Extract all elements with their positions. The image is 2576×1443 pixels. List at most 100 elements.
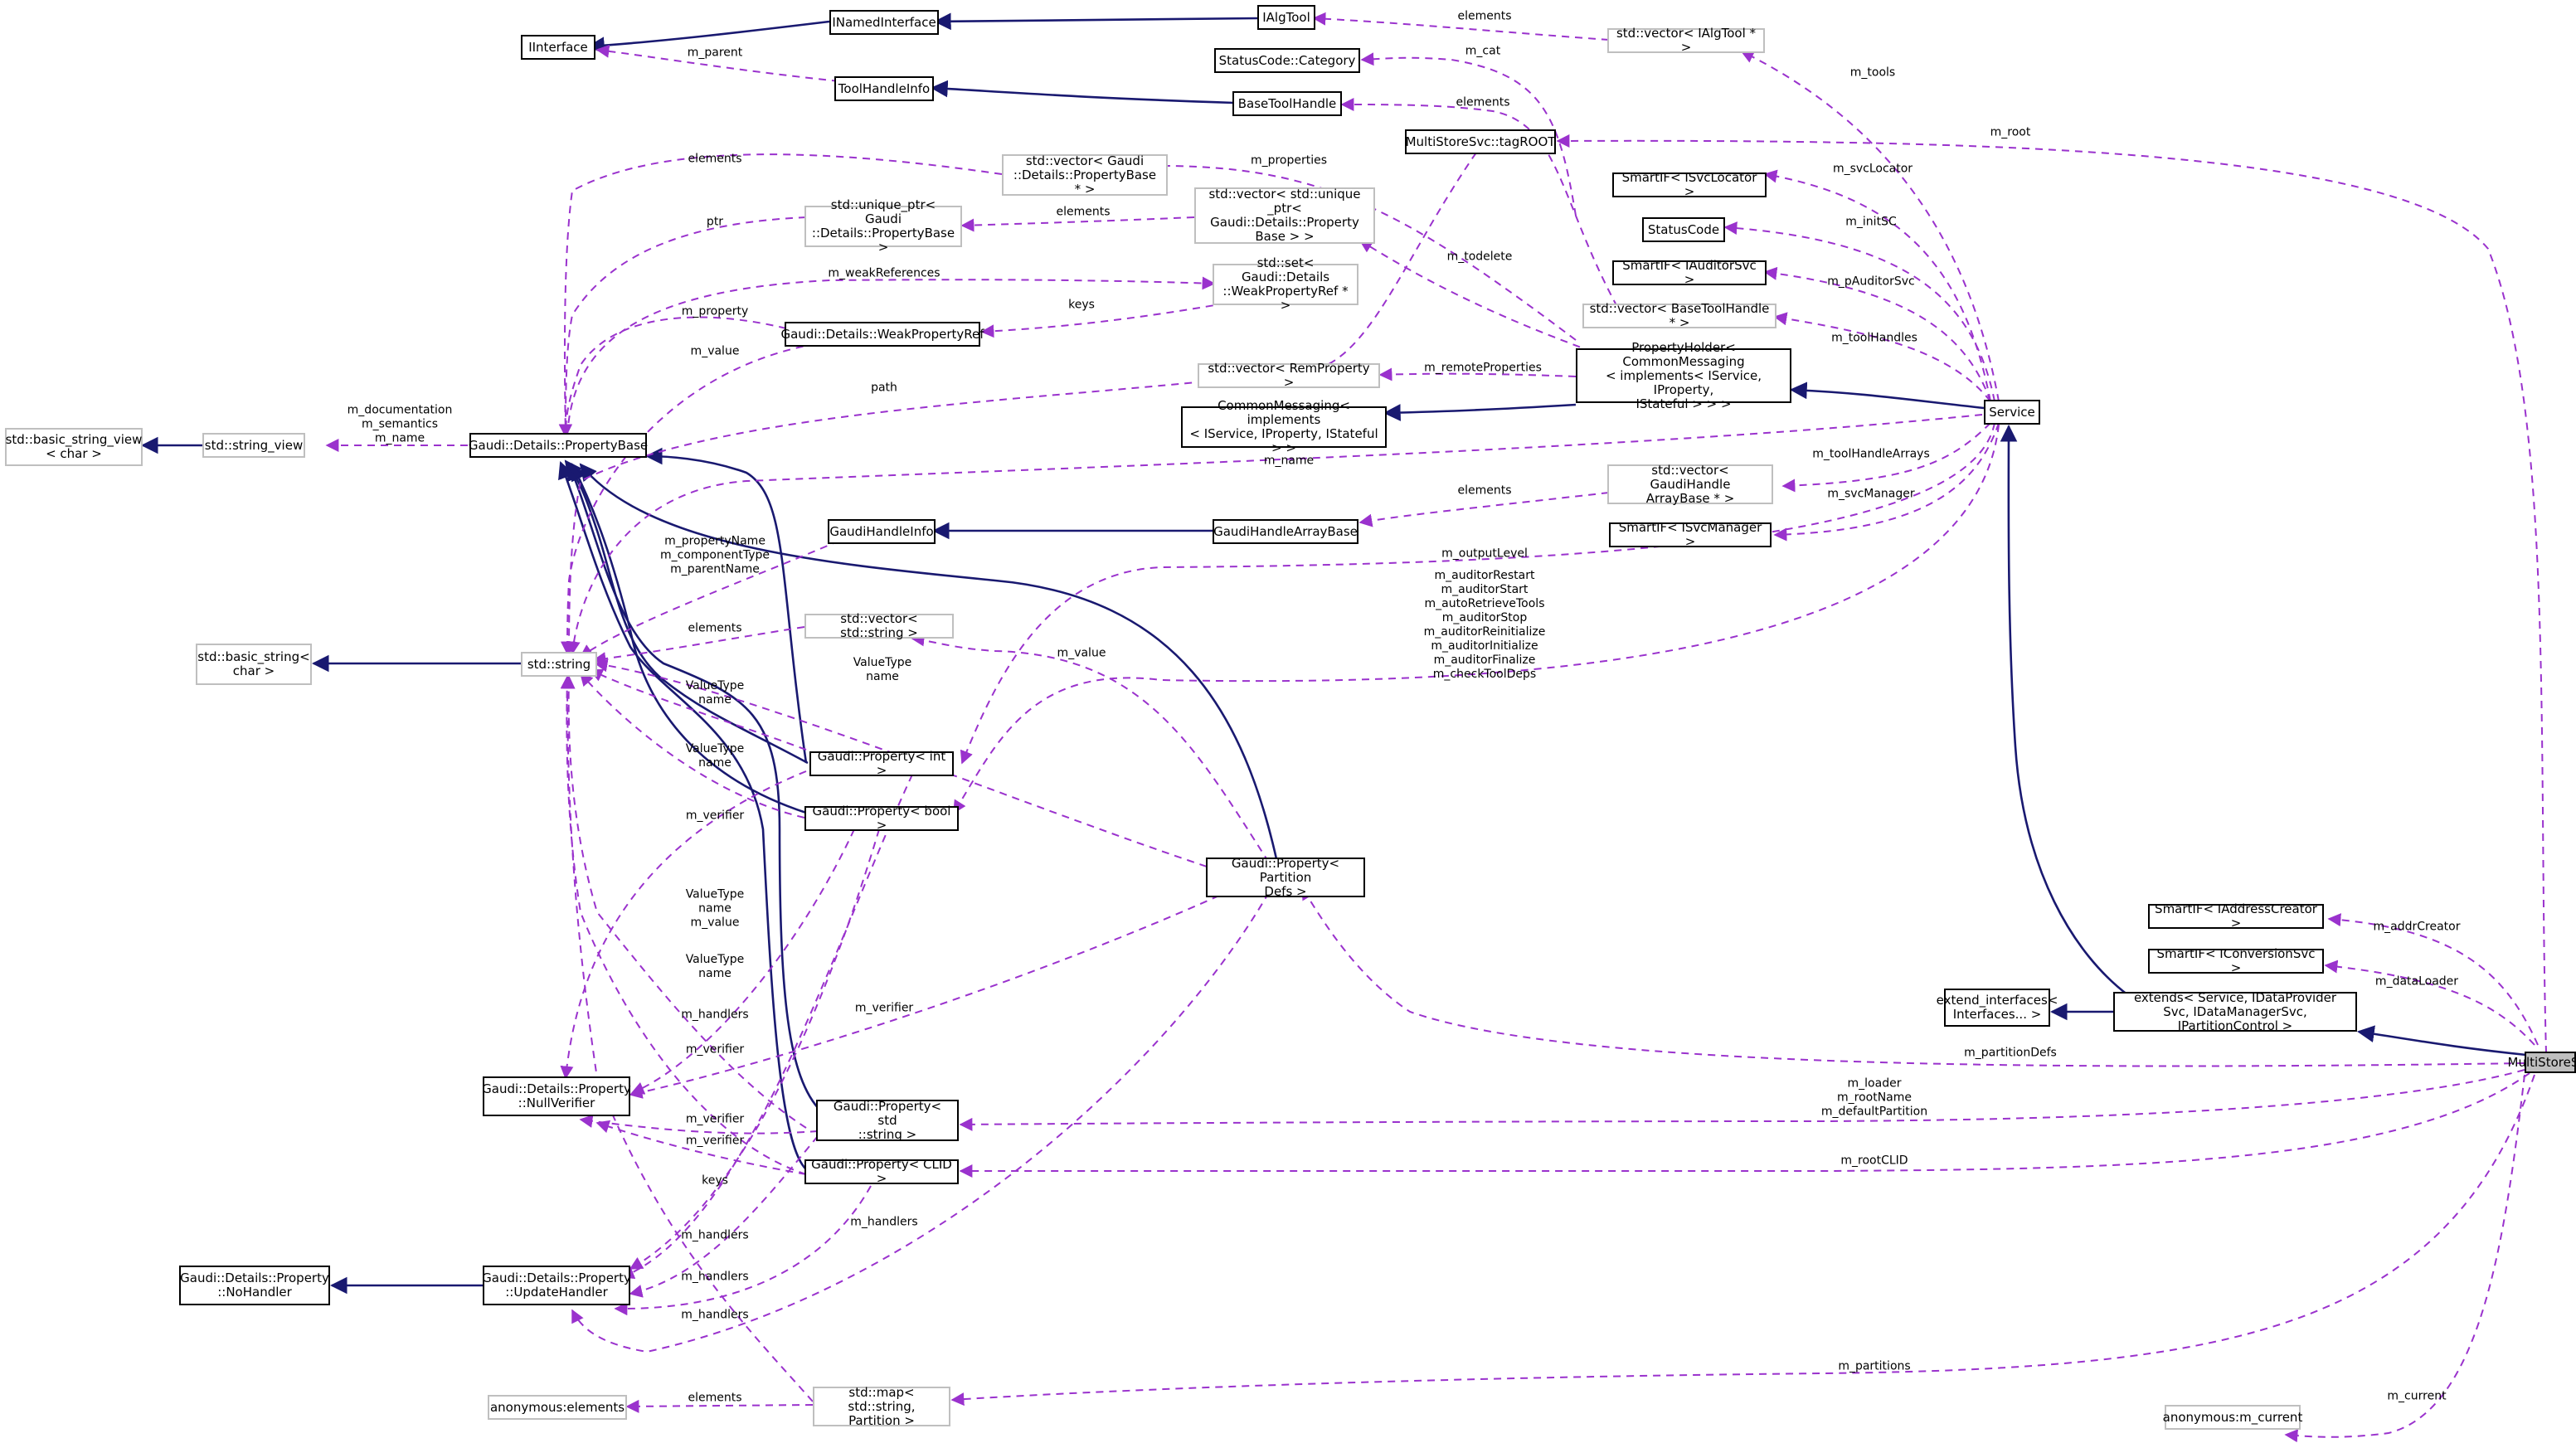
edge-multistoresvc-smartif-iaddresscreator [2327,913,2539,1046]
edge-property-int-propertybase-b [644,447,808,764]
label-m-loader: m_loader m_rootName m_defaultPartition [1820,1076,1928,1119]
node-extends[interactable]: extends< Service, IDataProvider Svc, IDa… [2113,990,2357,1032]
edge-property-clid-updatehandler [614,1185,872,1316]
node-propertyholder[interactable]: PropertyHolder< CommonMessaging < implem… [1576,340,1791,411]
edge-map-partition-anonymous-elements [625,1399,814,1413]
label-m-svclocator: m_svcLocator [1832,162,1913,176]
node-vector-propertybase[interactable]: std::vector< Gaudi ::Details::PropertyBa… [1002,153,1168,196]
label-m-property: m_property [681,304,749,318]
node-vector-string[interactable]: std::vector< std::string > [804,612,954,640]
edge-propertyholder-commonmessaging [1383,403,1577,421]
edge-weakpropertyref-string [561,341,830,655]
label-m-verifier-clid: m_verifier [685,1134,745,1148]
edge-unique-ptr-propertybase [559,216,807,438]
edge-service-smartif-iauditorsvc [1763,266,1991,402]
node-smartif-iauditorsvc[interactable]: SmartIF< IAuditorSvc > [1612,259,1767,287]
label-m-toolhandles: m_toolHandles [1831,331,1917,345]
node-anonymous-elements[interactable]: anonymous:elements [488,1395,627,1420]
node-commonmessaging[interactable]: CommonMessaging< implements < IService, … [1181,399,1387,455]
node-smartif-iaddresscreator[interactable]: SmartIF< IAddressCreator > [2148,902,2324,930]
label-m-partitions: m_partitions [1838,1359,1911,1373]
label-ptr: ptr [706,215,724,229]
node-smartif-iconversionsvc[interactable]: SmartIF< IConversionSvc > [2148,947,2324,975]
label-m-handlers-int: m_handlers [681,1228,749,1242]
node-property-partitiondefs[interactable]: Gaudi::Property< Partition Defs > [1206,856,1365,898]
label-m-handlers-clid: m_handlers [850,1215,918,1229]
edge-property-bool-updatehandler [629,828,880,1270]
node-statuscode-category[interactable]: StatusCode::Category [1214,48,1360,73]
label-elements-vector-string: elements [688,621,742,635]
node-set-weakpropertyref[interactable]: std::set< Gaudi::Details ::WeakPropertyR… [1213,256,1358,313]
node-multistoresvc-tagroot[interactable]: MultiStoreSvc::tagROOT [1405,129,1556,154]
label-elements-anonymous: elements [688,1391,742,1405]
label-m-addrcreator: m_addrCreator [2373,920,2461,934]
edge-service-vector-basetoolhandle [1773,312,1991,402]
edge-vector-unique-vector-propertybase [1120,159,1577,341]
node-property-clid[interactable]: Gaudi::Property< CLID > [804,1158,959,1186]
node-property-bool[interactable]: Gaudi::Property< bool > [804,804,959,833]
node-inamedinterface[interactable]: INamedInterface [829,10,939,35]
node-multistoresvc[interactable]: MultiStoreSvc [2508,1052,2576,1073]
node-service[interactable]: Service [1984,400,2040,425]
node-basetoolhandle[interactable]: BaseToolHandle [1232,91,1342,116]
node-basic-string[interactable]: std::basic_string< char > [196,644,312,685]
edge-property-string-nullverifier [579,1114,819,1134]
edge-property-clid-propertybase [558,461,807,1170]
node-smartif-isvcmanager[interactable]: SmartIF< ISvcManager > [1609,521,1772,549]
label-m-root: m_root [1990,125,2031,139]
node-property-string[interactable]: Gaudi::Property< std ::string > [816,1099,959,1141]
node-statuscode[interactable]: StatusCode [1642,217,1725,242]
node-smartif-isvclocator[interactable]: SmartIF< ISvcLocator > [1612,171,1767,199]
edge-property-partitiondefs-propertybase [579,463,1279,863]
node-extend-interfaces[interactable]: extend_interfaces< Interfaces... > [1937,989,2058,1027]
edge-vector-gaudihandle-gaudihandlearraybase [1358,492,1610,527]
node-vector-basetoolhandle[interactable]: std::vector< BaseToolHandle * > [1582,302,1776,330]
node-vector-remproperty[interactable]: std::vector< RemProperty > [1198,362,1380,390]
node-string-view[interactable]: std::string_view [202,433,305,458]
node-map-partition[interactable]: std::map< std::string, Partition > [813,1385,950,1427]
edge-service-property-bool [953,424,2000,814]
node-vector-unique-propertybase[interactable]: std::vector< std::unique _ptr< Gaudi::De… [1194,187,1375,244]
edge-partitiondefs-updatehandler [571,892,1270,1353]
node-unique-ptr-propertybase[interactable]: std::unique_ptr< Gaudi ::Details::Proper… [804,198,962,255]
node-propertybase[interactable]: Gaudi::Details::PropertyBase [469,433,648,458]
node-basic-string-view[interactable]: std::basic_string_view < char > [5,428,143,466]
edge-service-vector-gaudihandlearraybase [1781,422,1991,493]
node-ialgtool[interactable]: IAlgTool [1257,5,1315,30]
node-vector-ialgtool[interactable]: std::vector< IAlgTool * > [1607,27,1765,55]
node-gaudihandleinfo[interactable]: GaudiHandleInfo [828,519,936,544]
node-anonymous-current[interactable]: anonymous:m_current [2163,1405,2302,1430]
edge-service-vector-ialgtool [1740,51,2000,402]
label-keys-set: keys [1068,298,1095,312]
node-nohandler[interactable]: Gaudi::Details::Property ::NoHandler [179,1266,330,1305]
edge-partitiondefs-string [594,658,1220,872]
label-elements-ialgtool: elements [1457,9,1512,23]
edge-propertyholder-vector-unique [1358,240,1593,352]
node-gaudihandlearraybase[interactable]: GaudiHandleArrayBase [1213,519,1358,544]
edge-tagroot-string [562,152,1477,655]
label-m-pauditorsvc: m_pAuditorSvc [1827,275,1915,289]
edge-property-bool-string [579,672,805,819]
label-valuetype-name-bool: ValueType name [685,742,745,770]
edge-extends-service [2000,424,2129,997]
edge-multistoresvc-tagroot [1556,134,2547,1054]
label-m-verifier-string: m_verifier [685,1112,745,1126]
label-m-dataloader: m_dataLoader [2374,974,2459,989]
node-property-int[interactable]: Gaudi::Property< int > [809,750,954,778]
label-m-propertyname: m_propertyName m_componentType m_parentN… [660,534,770,576]
node-iinterface[interactable]: IInterface [521,35,595,60]
node-std-string[interactable]: std::string [521,652,597,677]
label-m-svcmanager: m_svcManager [1827,487,1915,501]
edge-multistoresvc-anonymous-current [2284,1074,2525,1443]
node-vector-gaudihandlearraybase[interactable]: std::vector< GaudiHandle ArrayBase * > [1607,463,1773,505]
node-toolhandleinfo[interactable]: ToolHandleInfo [834,76,934,101]
label-m-documentation: m_documentation m_semantics m_name [347,403,453,445]
edge-property-string-string [561,675,807,1129]
edge-weakpropertyref-propertybase [559,316,787,438]
node-nullverifier[interactable]: Gaudi::Details::Property ::NullVerifier [482,1076,631,1116]
node-weakpropertyref[interactable]: Gaudi::Details::WeakPropertyRef [780,322,984,347]
edge-statuscode-category [1360,52,1577,216]
label-elements-unique: elements [1056,205,1111,219]
node-updatehandler[interactable]: Gaudi::Details::Property ::UpdateHandler [482,1266,631,1305]
label-valuetype-name-partitiondefs: ValueType name [853,656,912,683]
